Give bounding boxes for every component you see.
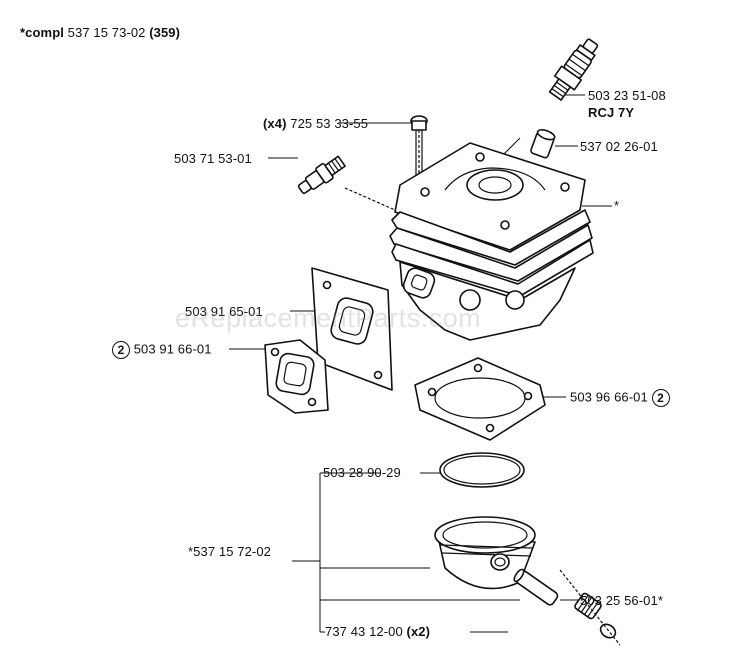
piston-kit-number: *537 15 72-02 — [188, 544, 271, 559]
quantity-circle-badge: 2 — [112, 341, 130, 359]
piston-pin — [513, 568, 559, 606]
decomp-cap — [530, 129, 556, 159]
cylinder — [389, 142, 594, 341]
piston-ring — [439, 452, 525, 488]
header-number: 537 15 73-02 — [67, 25, 146, 40]
piston — [434, 516, 536, 590]
circlip-label: 737 43 12-00 (x2) — [325, 624, 430, 639]
decompression-valve — [297, 155, 346, 195]
header-prefix: *compl — [20, 25, 64, 40]
screws-number: 725 53 33-55 — [290, 116, 369, 131]
spark-plug — [548, 38, 599, 101]
cylinder-gasket — [414, 357, 546, 441]
gasket-plate-number: 503 91 65-01 — [185, 304, 263, 319]
screws-qty: (x4) — [263, 116, 287, 131]
quantity-circle-badge: 2 — [651, 389, 670, 407]
assembly-header: *compl 537 15 73-02 (359) — [20, 25, 180, 40]
circlip-qty: (x2) — [406, 624, 431, 639]
muffler-gasket-label: 2 503 91 66-01 — [112, 341, 212, 359]
leader-lines — [229, 94, 612, 633]
header-ref: (359) — [149, 25, 181, 40]
cylinder-gasket-label: 503 96 66-01 2 — [570, 389, 670, 407]
heat-shield-plate — [311, 267, 393, 391]
spark-plug-note: RCJ 7Y — [588, 105, 635, 120]
circlip — [559, 569, 621, 646]
needle-bearing — [574, 592, 602, 620]
decomp-valve-number: 503 71 53-01 — [174, 151, 252, 166]
cylinder-gasket-number: 503 96 66-01 — [570, 389, 648, 405]
cylinder-mark: * — [614, 198, 620, 213]
piston-ring-number: 503 28 90-29 — [323, 465, 401, 480]
screws-label: (x4) 725 53 33-55 — [263, 116, 368, 131]
needle-bearing-number: 503 25 56-01* — [580, 593, 663, 608]
circlip-number: 737 43 12-00 — [325, 624, 403, 639]
watermark: eReplacementParts.com — [175, 303, 482, 333]
spark-plug-number: 503 23 51-08 — [588, 88, 666, 103]
muffler-gasket — [264, 339, 329, 414]
muffler-gasket-number: 503 91 66-01 — [133, 341, 212, 357]
cap-number: 537 02 26-01 — [580, 139, 658, 154]
